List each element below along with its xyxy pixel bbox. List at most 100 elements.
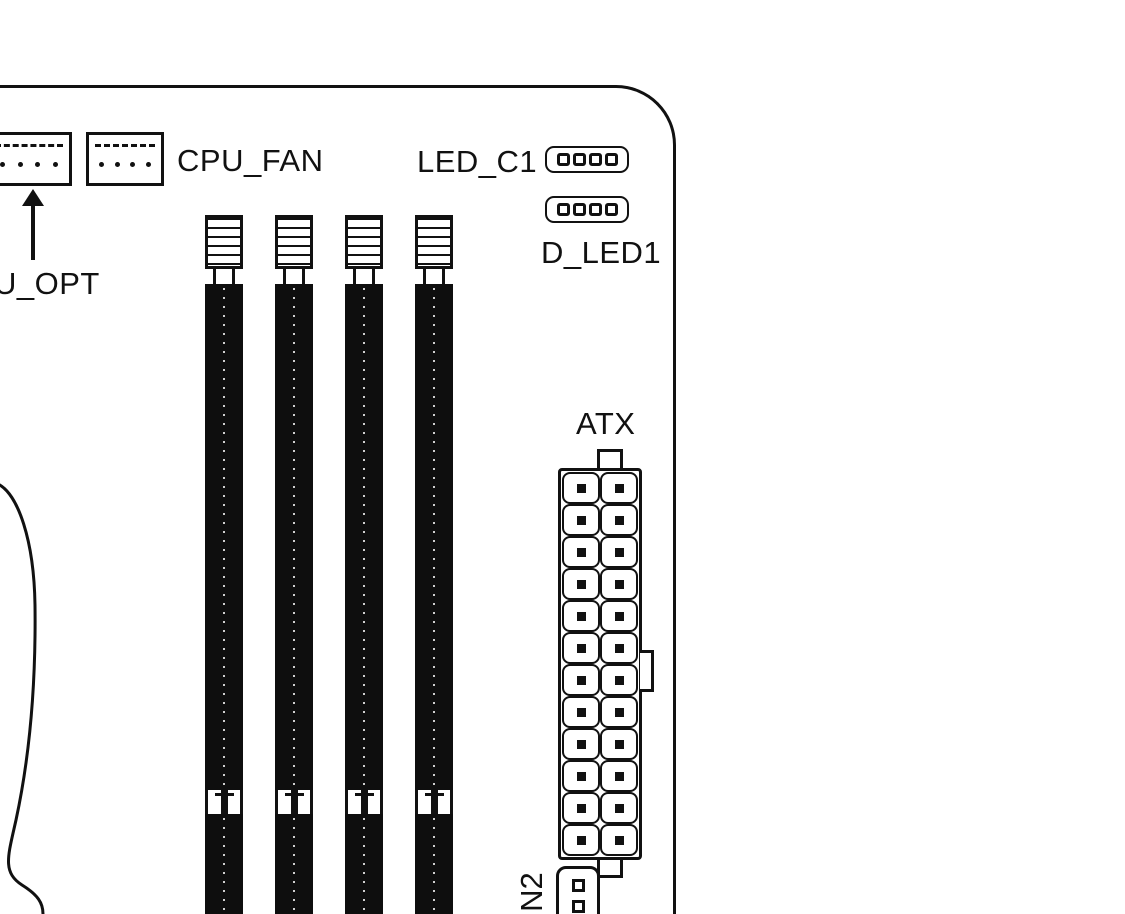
atx-pin	[576, 643, 586, 653]
cpu-fan-header	[86, 132, 164, 186]
atx-pin	[614, 579, 624, 589]
atx-pin	[614, 707, 624, 717]
atx-pin-cell	[600, 536, 638, 568]
atx-pin	[576, 547, 586, 557]
pin-square	[572, 153, 586, 166]
dimm-key	[214, 790, 234, 814]
pin-dot	[17, 162, 23, 167]
dimm-latch	[345, 215, 383, 269]
dimm-slot	[415, 215, 453, 914]
pin-dot	[114, 162, 120, 167]
atx-pin-cell	[600, 632, 638, 664]
atx-pin-cell	[562, 504, 600, 536]
dimm-slot-body	[345, 284, 383, 790]
atx-pin-cell	[562, 696, 600, 728]
atx-pin-cell	[562, 568, 600, 600]
pin-square	[572, 203, 586, 216]
atx-pin-cell	[600, 792, 638, 824]
dimm-neck	[213, 269, 235, 284]
pin-dot	[0, 162, 6, 167]
atx-pin	[576, 675, 586, 685]
cpu-opt-arrow-icon	[22, 189, 44, 206]
atx-pin	[614, 835, 624, 845]
atx-pin-cell	[600, 472, 638, 504]
pin-square	[604, 203, 618, 216]
atx-pin-cell	[562, 792, 600, 824]
cpu-opt-label: U_OPT	[0, 266, 100, 301]
atx-pin-cell	[600, 568, 638, 600]
atx-pin	[576, 483, 586, 493]
pin-square	[604, 153, 618, 166]
dimm-slot-body	[275, 284, 313, 790]
atx-pin-cell	[600, 824, 638, 856]
dimm-slot-body-lower	[345, 814, 383, 914]
sys-fan2-header	[556, 866, 600, 914]
dimm-key-notch	[275, 790, 313, 814]
atx-pin	[576, 515, 586, 525]
atx-pin	[576, 803, 586, 813]
atx-pin	[614, 611, 624, 621]
atx-pin-cell	[600, 696, 638, 728]
pin-dot	[35, 162, 41, 167]
dimm-slot-body-lower	[275, 814, 313, 914]
atx-pin	[576, 579, 586, 589]
fan-header-dash	[0, 144, 63, 147]
component-outline-curve	[0, 483, 45, 914]
atx-pin-cell	[562, 824, 600, 856]
dimm-slot-body-lower	[415, 814, 453, 914]
pin-dot	[145, 162, 151, 167]
dimm-slot	[205, 215, 243, 914]
pin-square	[588, 203, 602, 216]
fan-header-dash	[95, 144, 155, 147]
atx-pin	[614, 515, 624, 525]
pin-square	[556, 153, 570, 166]
atx-pin-cell	[562, 760, 600, 792]
pin-square	[556, 203, 570, 216]
fan-header-pins	[94, 162, 156, 167]
atx-pin-cell	[562, 472, 600, 504]
pin-square	[571, 879, 585, 892]
pin-dot	[99, 162, 105, 167]
atx-label: ATX	[576, 406, 636, 441]
cpu-opt-arrow-shaft	[31, 205, 35, 260]
dimm-key	[284, 790, 304, 814]
dimm-neck	[423, 269, 445, 284]
atx-bottom-tab	[597, 857, 623, 878]
cpu-fan-label: CPU_FAN	[177, 143, 324, 178]
atx-pin-cell	[562, 664, 600, 696]
atx-pin	[614, 675, 624, 685]
atx-latch	[640, 650, 654, 692]
dimm-latch	[275, 215, 313, 269]
atx-pin	[614, 483, 624, 493]
atx-pin	[576, 611, 586, 621]
pin-dot	[52, 162, 58, 167]
atx-pin-cell	[562, 600, 600, 632]
atx-pin	[614, 643, 624, 653]
pin-square	[588, 153, 602, 166]
atx-pin	[576, 835, 586, 845]
atx-pin	[576, 739, 586, 749]
atx-pin-cell	[562, 632, 600, 664]
atx-pin-cell	[600, 504, 638, 536]
atx-pin	[614, 547, 624, 557]
atx-pin	[576, 707, 586, 717]
pin-dot	[130, 162, 136, 167]
dimm-slot-body-lower	[205, 814, 243, 914]
dimm-slot	[345, 215, 383, 914]
atx-pin	[614, 803, 624, 813]
dimm-slot-body	[415, 284, 453, 790]
dimm-key	[354, 790, 374, 814]
atx-pin	[614, 739, 624, 749]
atx-pin-cell	[600, 600, 638, 632]
dimm-slot	[275, 215, 313, 914]
atx-pin-cell	[562, 728, 600, 760]
led-c1-label: LED_C1	[417, 144, 538, 179]
dimm-key-notch	[345, 790, 383, 814]
dimm-latch	[205, 215, 243, 269]
atx-pin-cell	[600, 728, 638, 760]
dimm-key-notch	[205, 790, 243, 814]
fan-header-pins	[0, 162, 64, 167]
board-edge-outline	[0, 85, 676, 914]
d-led1-label: D_LED1	[541, 235, 662, 270]
atx-pin-cell	[562, 536, 600, 568]
